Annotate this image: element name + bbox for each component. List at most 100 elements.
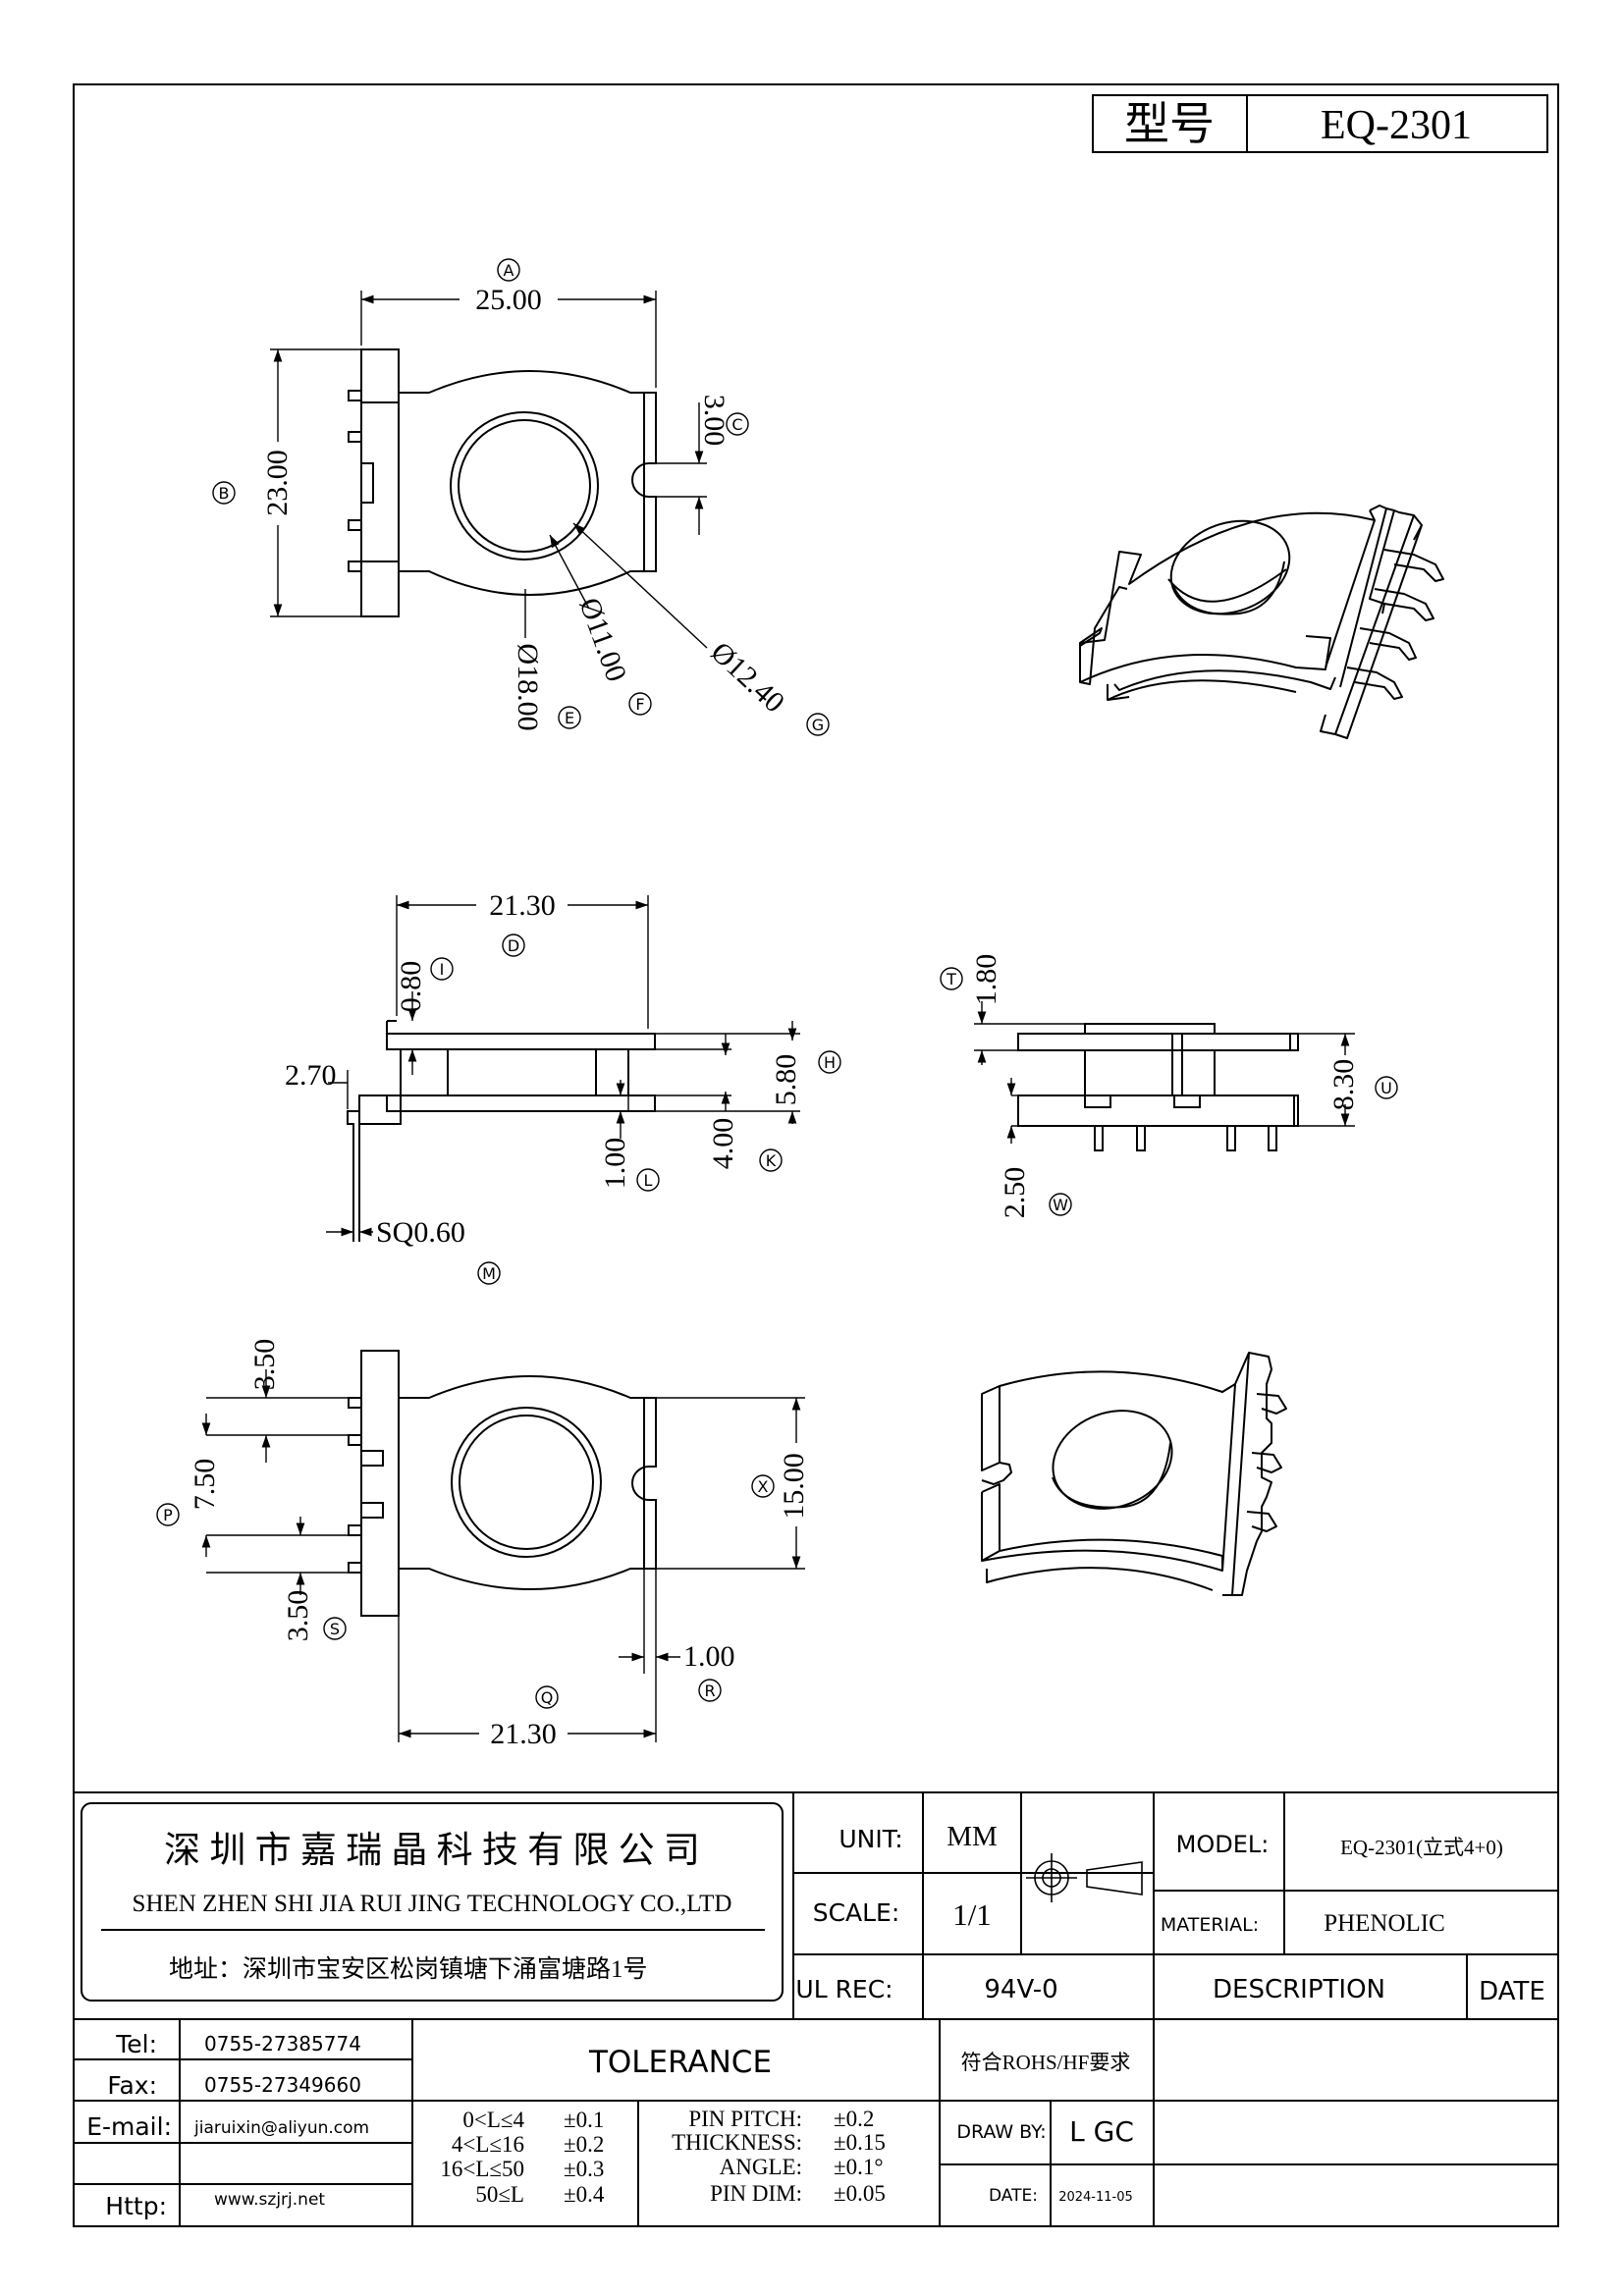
- front-view-markers: T U W: [940, 967, 1398, 1216]
- side-view-dims: [326, 895, 800, 1237]
- top-view-labels: 25.00 23.00 3.00 Ø18.00 Ø11.00 Ø12.40: [261, 284, 790, 731]
- scale-value: 1/1: [952, 1897, 992, 1932]
- side-view: [347, 1020, 656, 1242]
- tol-value-2: ±0.3: [564, 2157, 604, 2181]
- bottom-view: [348, 1350, 657, 1617]
- side-top-flange: [386, 1033, 656, 1050]
- front-view-labels: 1.80 8.30 2.50: [970, 954, 1360, 1219]
- tol-value-1: ±0.2: [564, 2132, 604, 2157]
- dim-X: 15.00: [778, 1453, 810, 1520]
- marker-letter: I: [440, 960, 445, 979]
- email-value: jiaruixin@aliyun.com: [193, 2118, 369, 2138]
- flange-outline: [399, 370, 657, 596]
- core-hole-inner: [458, 419, 591, 553]
- tel-label: Tel:: [115, 2030, 157, 2058]
- date-label: DATE:: [989, 2186, 1038, 2206]
- model-box: 型号 EQ-2301: [1092, 94, 1548, 153]
- dim-T: 1.80: [970, 954, 1002, 1006]
- dim-C: 3.00: [698, 395, 730, 447]
- marker-letter: R: [704, 1682, 715, 1700]
- marker-letter: S: [330, 1620, 340, 1638]
- marker-letter: A: [504, 261, 514, 280]
- http-value: www.szjrj.net: [214, 2190, 325, 2210]
- description-header: DESCRIPTION: [1213, 1975, 1385, 2004]
- date-header: DATE: [1479, 1977, 1545, 2006]
- unit-label: UNIT:: [839, 1825, 902, 1853]
- tolerance-table: TOLERANCE 0<L≤4 ±0.1 4<L≤16 ±0.2 16<L≤50…: [440, 2045, 886, 2207]
- marker-letter: U: [1380, 1079, 1392, 1097]
- dim-B: 23.00: [261, 450, 294, 516]
- sheet-frame: [73, 83, 1559, 2227]
- ul-value: 94V-0: [984, 1975, 1057, 2004]
- dim-G: Ø12.40: [705, 636, 791, 720]
- tol-range-2: 16<L≤50: [440, 2157, 524, 2181]
- tol-range-3: 50≤L: [475, 2182, 524, 2207]
- tol-spec-2: ±0.1°: [834, 2155, 884, 2179]
- dim-W: 2.50: [999, 1167, 1031, 1219]
- tol-value-0: ±0.1: [564, 2108, 604, 2132]
- marker-letter: H: [824, 1053, 836, 1072]
- marker-letter: C: [731, 415, 742, 434]
- ul-label: UL REC:: [795, 1975, 893, 2003]
- dim-J: 2.70: [285, 1059, 337, 1092]
- projection-symbol: [1026, 1853, 1143, 1902]
- dim-A: 25.00: [475, 284, 542, 316]
- bottom-view-labels: 3.50 7.50 3.50 15.00 1.00 21.30: [189, 1339, 810, 1750]
- company-name-cn: 深 圳 市 嘉 瑞 晶 科 技 有 限 公 司: [164, 1830, 700, 1871]
- tol-range-1: 4<L≤16: [452, 2132, 524, 2157]
- tol-range-0: 0<L≤4: [462, 2108, 524, 2132]
- marker-letter: W: [1053, 1196, 1068, 1214]
- marker-letter: T: [946, 970, 956, 988]
- iso2-core-hole: [1052, 1410, 1173, 1510]
- dim-F: Ø11.00: [572, 594, 632, 686]
- company-address: 地址：深圳市宝安区松岗镇塘下涌富塘路1号: [169, 1955, 648, 1983]
- tol-name-2: ANGLE:: [720, 2155, 802, 2179]
- dim-M: SQ0.60: [376, 1216, 465, 1249]
- marker-letter: K: [766, 1151, 777, 1170]
- isometric-view-1: [1079, 505, 1444, 739]
- tol-spec-0: ±0.2: [834, 2107, 874, 2131]
- front-view: [1017, 1023, 1299, 1151]
- dim-Q: 21.30: [490, 1718, 557, 1750]
- scale-label: SCALE:: [813, 1898, 900, 1927]
- dim-R: 1.00: [683, 1640, 735, 1673]
- tol-name-0: PIN PITCH:: [688, 2107, 802, 2131]
- draw-by-value: L GC: [1069, 2115, 1134, 2148]
- tol-name-3: PIN DIM:: [710, 2181, 802, 2206]
- tel-value: 0755-27385774: [204, 2032, 361, 2056]
- tol-spec-3: ±0.05: [834, 2181, 886, 2206]
- side-view-markers: D I H L K M: [430, 934, 841, 1285]
- marker-letter: E: [565, 709, 574, 727]
- fax-label: Fax:: [107, 2071, 157, 2100]
- dim-D: 21.30: [489, 889, 556, 922]
- dim-S-top: 3.50: [248, 1339, 281, 1391]
- tol-value-3: ±0.4: [564, 2182, 605, 2207]
- model-box-value: EQ-2301: [1321, 103, 1472, 148]
- material-label: MATERIAL:: [1161, 1914, 1259, 1936]
- dim-H: 5.80: [770, 1054, 802, 1106]
- dim-E: Ø18.00: [512, 643, 544, 730]
- top-view: [348, 348, 657, 617]
- model-label: MODEL:: [1176, 1831, 1270, 1858]
- bottom-view-markers: P S X R Q: [156, 1474, 775, 1709]
- marker-letter: X: [758, 1477, 769, 1496]
- marker-letter: M: [482, 1264, 496, 1283]
- top-view-markers: A B C E F G: [212, 258, 830, 736]
- unit-value: MM: [947, 1821, 998, 1852]
- marker-letter: P: [163, 1506, 173, 1524]
- bottom-view-dims: [201, 1369, 805, 1742]
- model-value: EQ-2301(立式4+0): [1340, 1836, 1503, 1859]
- dim-K: 4.00: [707, 1118, 739, 1170]
- front-view-dims: [974, 1001, 1355, 1144]
- tol-spec-1: ±0.15: [834, 2130, 886, 2155]
- email-label: E-mail:: [86, 2112, 172, 2141]
- contact-info: Tel: 0755-27385774 Fax: 0755-27349660 E-…: [86, 2030, 369, 2220]
- tolerance-title: TOLERANCE: [588, 2045, 772, 2080]
- draw-by-label: DRAW BY:: [956, 2121, 1046, 2143]
- title-block-lines: [74, 1791, 1558, 2226]
- date-value: 2024-11-05: [1058, 2190, 1133, 2205]
- marker-letter: Q: [541, 1688, 554, 1707]
- company-name-en: SHEN ZHEN SHI JIA RUI JING TECHNOLOGY CO…: [133, 1891, 732, 1917]
- company-info: 深 圳 市 嘉 瑞 晶 科 技 有 限 公 司 SHEN ZHEN SHI JI…: [133, 1830, 732, 1983]
